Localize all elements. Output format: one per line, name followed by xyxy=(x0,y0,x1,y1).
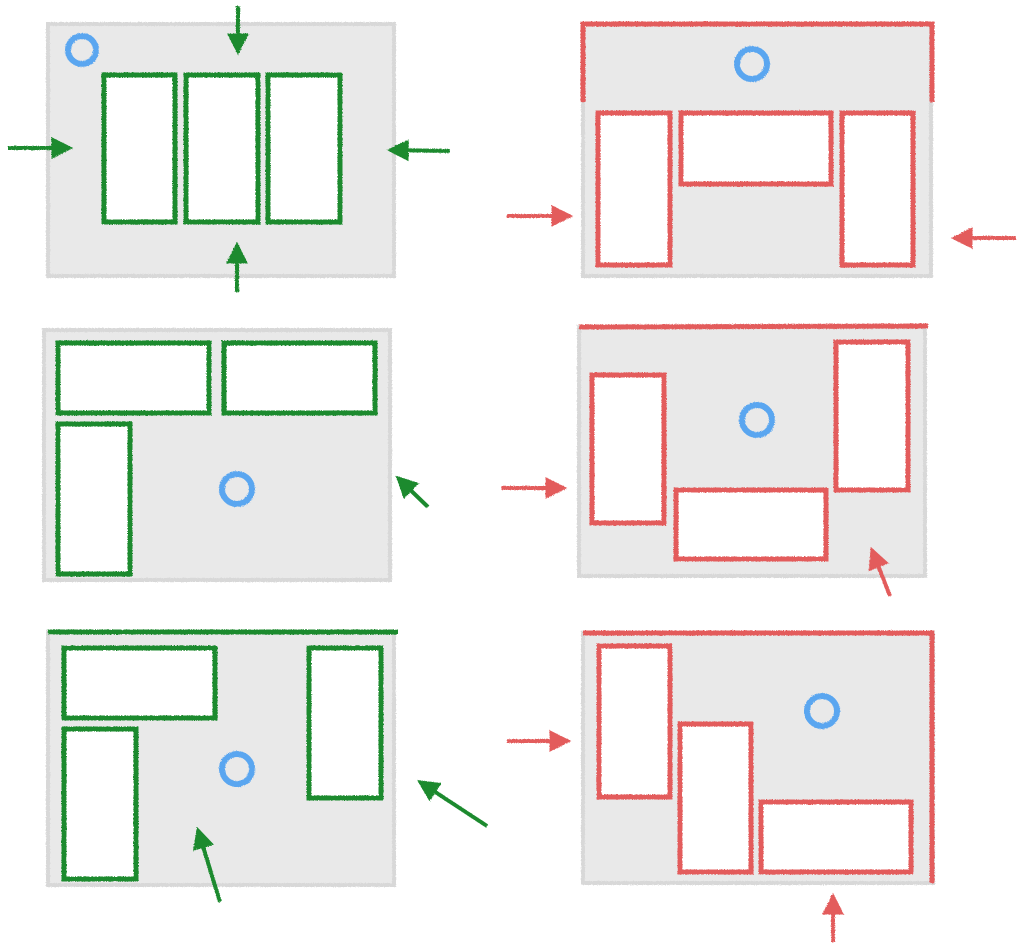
window-box xyxy=(673,487,829,562)
window-box xyxy=(61,726,139,882)
window-box xyxy=(758,799,914,875)
circle-marker-icon xyxy=(219,751,255,787)
window-box xyxy=(678,110,834,187)
window-box xyxy=(677,721,754,875)
window-box xyxy=(833,339,911,493)
edge-line xyxy=(580,21,935,102)
panel-top-left xyxy=(8,6,451,292)
arrow-icon xyxy=(868,546,892,597)
circle-marker-icon xyxy=(219,471,255,507)
window-box xyxy=(61,645,218,721)
window-box xyxy=(839,110,916,268)
arrow-icon xyxy=(417,780,489,828)
window-box xyxy=(55,421,133,577)
window-box xyxy=(306,645,384,801)
edge-line xyxy=(578,323,929,330)
window-box xyxy=(183,72,261,225)
circle-marker-icon xyxy=(65,33,99,67)
window-box xyxy=(221,340,378,416)
edge-line xyxy=(583,630,935,883)
window-box xyxy=(101,72,178,225)
window-box xyxy=(596,643,673,800)
window-box xyxy=(55,340,212,416)
arrow-icon xyxy=(395,475,430,509)
window-box xyxy=(589,372,667,526)
arrow-icon xyxy=(386,139,451,162)
circle-marker-icon xyxy=(804,693,840,729)
panel-bottom-right xyxy=(507,630,935,942)
window-box xyxy=(595,110,673,268)
circle-marker-icon xyxy=(734,46,770,82)
window-box xyxy=(265,72,343,225)
arrow-icon xyxy=(192,826,222,903)
circle-marker-icon xyxy=(739,402,775,438)
panel-middle-left xyxy=(42,328,430,582)
panel-top-right xyxy=(507,21,1016,278)
panel-bottom-left xyxy=(46,629,489,903)
panel-middle-right xyxy=(501,323,929,597)
